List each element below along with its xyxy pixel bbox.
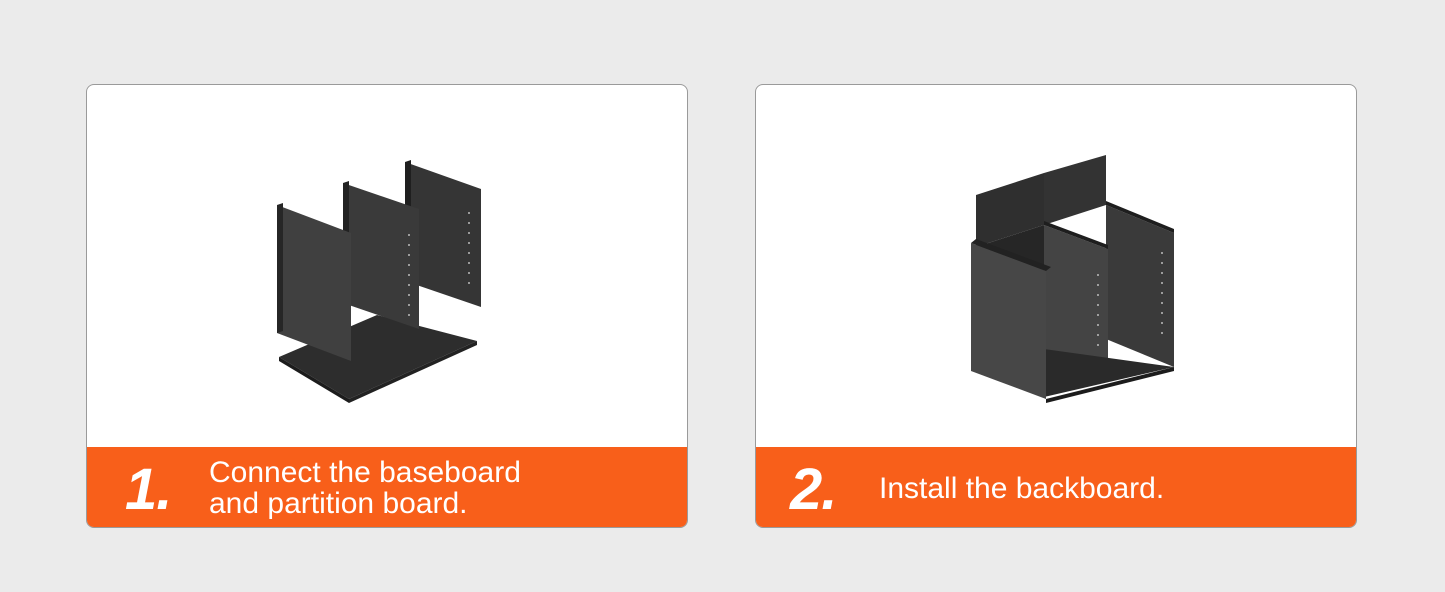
step-instruction-line: Install the backboard.: [879, 471, 1165, 505]
assembled-organizer-icon: [971, 155, 1174, 403]
step-number: 2.: [790, 457, 837, 522]
step-instruction-line: and partition board.: [209, 487, 468, 520]
step-card-1: 1. Connect the baseboard and partition b…: [86, 84, 688, 528]
step-caption-bar: 1. Connect the baseboard and partition b…: [87, 447, 687, 527]
step-caption-bar: 2. Install the backboard.: [756, 447, 1356, 527]
step-instruction-line: Connect the baseboard: [209, 456, 521, 489]
partition-boards-on-baseboard-icon: [277, 160, 481, 403]
step-number: 1.: [125, 457, 172, 522]
step-instruction: Install the backboard.: [879, 447, 1165, 527]
step-instruction: Connect the baseboard and partition boar…: [209, 447, 521, 527]
step-card-2: 2. Install the backboard.: [755, 84, 1357, 528]
